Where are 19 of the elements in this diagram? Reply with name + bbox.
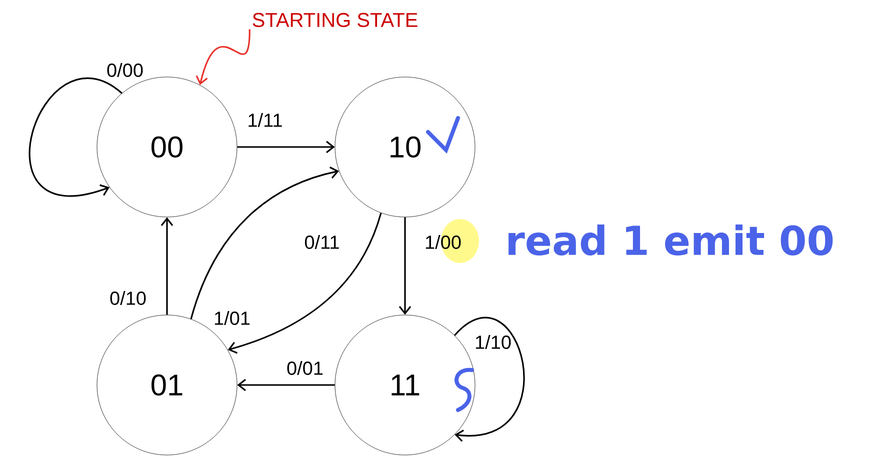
edge-label: 0/11	[304, 235, 339, 249]
loop-arrow	[28, 78, 122, 196]
arrow	[237, 140, 335, 154]
arrow	[190, 166, 340, 320]
edge-label: 1/00	[426, 235, 461, 249]
arrow	[228, 212, 382, 354]
edge-label: 0/01	[287, 361, 323, 375]
loop-arrow	[454, 316, 525, 442]
arrow	[160, 217, 174, 315]
arrow	[398, 217, 412, 315]
edge-label: 1/11	[248, 113, 282, 127]
edge-label: 1/01	[214, 311, 250, 325]
edge-label: 0/10	[110, 291, 146, 305]
arrow	[196, 29, 250, 86]
handwritten-note: read 1 emit 00	[508, 224, 833, 256]
annotation-text: STARTING STATE	[252, 12, 418, 28]
edge-label: 0/00	[107, 63, 143, 77]
edge-label: 1/10	[476, 335, 511, 349]
arrow	[237, 378, 335, 392]
